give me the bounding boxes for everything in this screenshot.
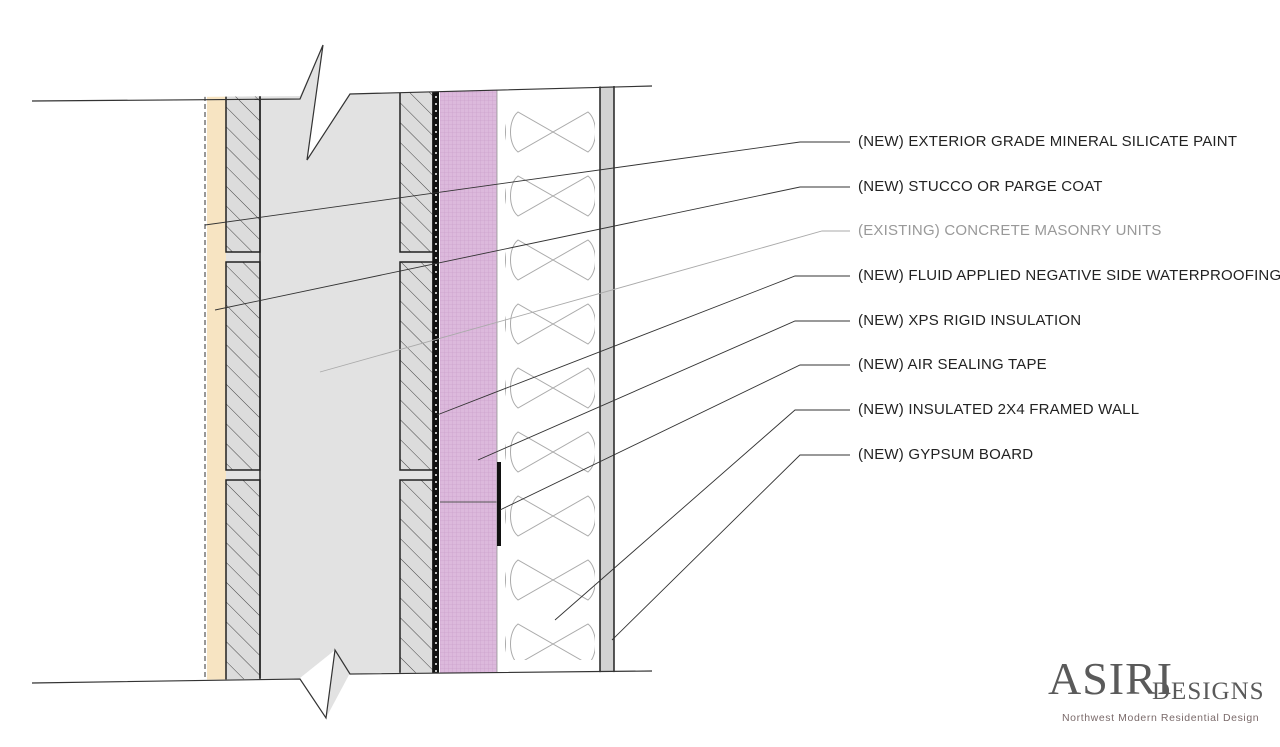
logo-sub: DESIGNS — [1152, 678, 1265, 705]
label-gypsum: (NEW) GYPSUM BOARD — [858, 446, 1034, 463]
label-stucco: (NEW) STUCCO OR PARGE COAT — [858, 178, 1103, 195]
waterproofing-layer — [433, 45, 439, 718]
leader-lines — [204, 141, 850, 641]
logo-name: ASIRI — [1048, 653, 1174, 704]
label-framed-wall: (NEW) INSULATED 2X4 FRAMED WALL — [858, 401, 1140, 418]
xps-layer — [440, 45, 497, 718]
label-waterproofing: (NEW) FLUID APPLIED NEGATIVE SIDE WATERP… — [858, 267, 1280, 284]
gypsum-layer — [599, 45, 615, 718]
logo-tagline: Northwest Modern Residential Design — [1062, 712, 1260, 724]
label-cmu: (EXISTING) CONCRETE MASONRY UNITS — [858, 222, 1162, 239]
label-air-sealing-tape: (NEW) AIR SEALING TAPE — [858, 356, 1047, 373]
label-xps: (NEW) XPS RIGID INSULATION — [858, 312, 1082, 329]
stucco-layer — [207, 45, 226, 718]
label-mineral-silicate-paint: (NEW) EXTERIOR GRADE MINERAL SILICATE PA… — [858, 133, 1238, 150]
air-sealing-tape — [497, 462, 501, 546]
